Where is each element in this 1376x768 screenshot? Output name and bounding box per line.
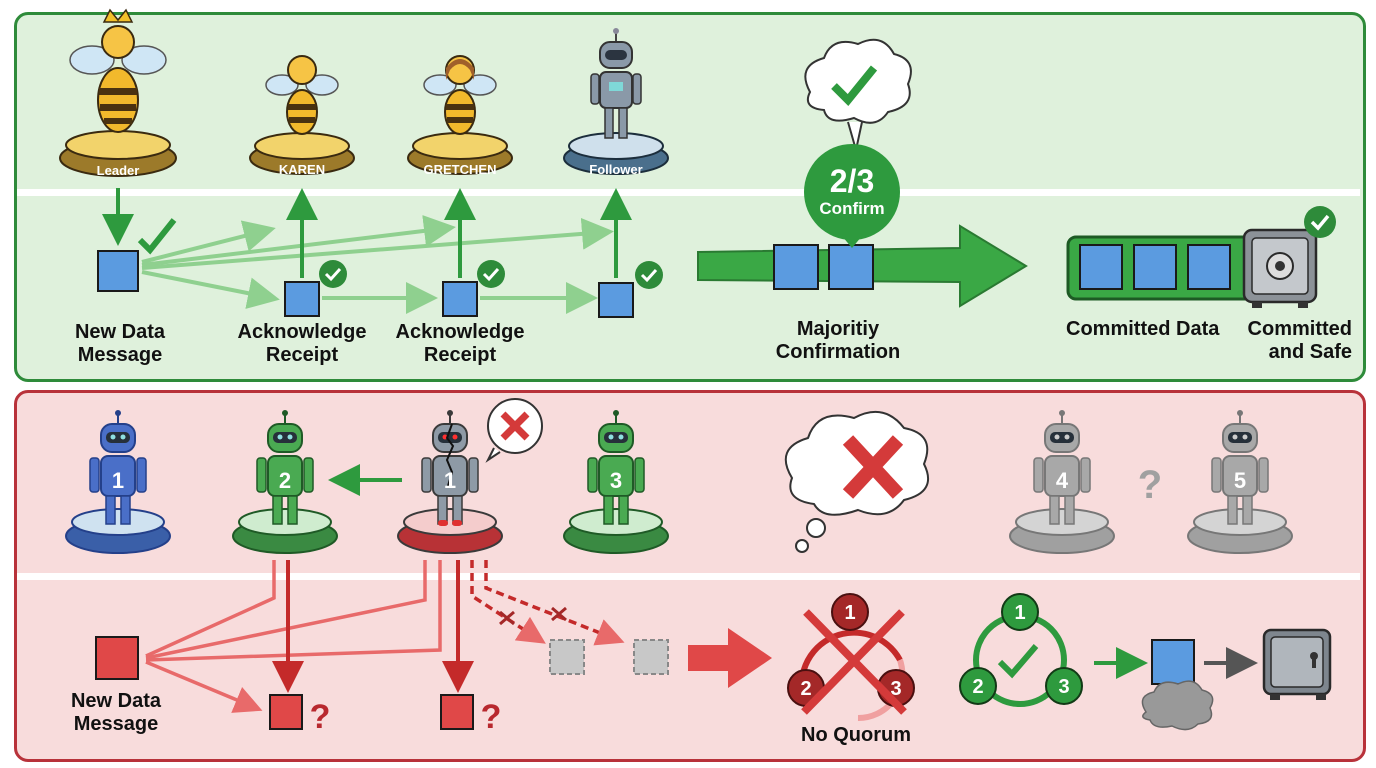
robot-number: 5 xyxy=(1234,468,1246,493)
robot-node-2: 2 xyxy=(232,410,338,554)
robot-icon: 1 xyxy=(89,410,147,525)
confirmed-block-1 xyxy=(773,244,819,290)
robot-icon: 3 xyxy=(587,410,645,525)
follower-data-block xyxy=(598,282,634,318)
x-icon xyxy=(842,435,904,499)
confirmed-block-2 xyxy=(828,244,874,290)
robot-node-1: 1 xyxy=(65,410,171,554)
follower-node: Follower xyxy=(563,28,669,177)
lost-block-2 xyxy=(633,639,669,675)
robot-node-4: 3 xyxy=(563,410,669,554)
normal-operation-panel xyxy=(14,12,1366,382)
leader-label: Leader xyxy=(97,163,140,178)
follower-label: Follower xyxy=(589,162,642,177)
healthy-quorum-ring: 1 2 3 xyxy=(959,593,1083,707)
safe-check-icon xyxy=(1304,206,1336,238)
error-speech-bubble xyxy=(485,398,543,463)
failed-replication-lines xyxy=(145,560,442,713)
lost-block-1 xyxy=(549,639,585,675)
karen-node: KAREN xyxy=(249,55,355,177)
confirm-fraction: 2/3 xyxy=(830,163,874,199)
majority-caption: Majoritiy Confirmation xyxy=(775,318,901,363)
uncertain-block-2 xyxy=(440,694,474,730)
svg-text:3: 3 xyxy=(890,678,901,700)
robot-number: 4 xyxy=(1056,468,1069,493)
x-icon xyxy=(499,610,515,626)
committed-data-caption: Committed Data xyxy=(1066,318,1220,340)
queen-bee-icon xyxy=(69,8,167,133)
failure-arrow xyxy=(688,628,772,688)
dropped-message-lines xyxy=(470,560,625,646)
robot-icon: 4 xyxy=(1033,410,1091,525)
ack-check-icons xyxy=(319,260,663,289)
question-mark-1: ? xyxy=(310,698,331,736)
check-icon xyxy=(997,644,1039,679)
safe-icon xyxy=(1262,628,1332,700)
ack-caption-1: Acknowledge Receipt xyxy=(237,321,367,366)
robot-icon: 5 xyxy=(1211,410,1269,525)
ack-caption-2: Acknowledge Receipt xyxy=(395,321,525,366)
thought-cloud-check xyxy=(804,38,912,151)
karen-label: KAREN xyxy=(279,162,325,177)
leader-node: Leader xyxy=(59,8,177,178)
robot-number: 2 xyxy=(279,468,291,493)
thought-cloud-x xyxy=(784,410,929,553)
failed-quorum-ring: 1 2 3 xyxy=(787,593,915,722)
svg-text:1: 1 xyxy=(844,602,855,624)
x-icon xyxy=(500,411,530,441)
bee-icon xyxy=(423,55,497,135)
check-icon xyxy=(137,218,177,255)
new-data-caption-red: New Data Message xyxy=(70,690,162,735)
new-data-block xyxy=(97,250,139,292)
robot-number: 3 xyxy=(610,468,622,493)
svg-text:2: 2 xyxy=(972,676,983,698)
confirm-badge: 2/3 Confirm xyxy=(804,144,900,248)
top-panel-divider xyxy=(17,189,1360,196)
svg-text:3: 3 xyxy=(1058,676,1069,698)
robot-number: 1 xyxy=(112,468,124,493)
svg-text:1: 1 xyxy=(1014,602,1025,624)
check-icon xyxy=(831,65,878,106)
ack-arrows xyxy=(286,188,632,278)
x-icon xyxy=(801,609,907,715)
gretchen-node: GRETCHEN xyxy=(407,55,513,177)
committed-log xyxy=(1066,235,1270,301)
safe-icon xyxy=(1242,228,1318,308)
no-quorum-caption: No Quorum xyxy=(801,724,911,746)
replication-arrows xyxy=(141,214,614,314)
unknown-status-question: ? xyxy=(1138,463,1162,507)
robot-icon xyxy=(590,28,642,139)
new-data-caption: New Data Message xyxy=(74,321,166,366)
karen-data-block xyxy=(284,281,320,317)
gretchen-label: GRETCHEN xyxy=(424,162,497,177)
robot-number: 1 xyxy=(444,468,456,493)
robot-icon: 1 xyxy=(421,410,479,526)
question-mark-2: ? xyxy=(481,698,502,736)
committed-safe-caption: Committed and Safe xyxy=(1247,318,1352,363)
crack-icon xyxy=(445,423,455,487)
confirm-text: Confirm xyxy=(819,199,884,218)
recovered-block xyxy=(1151,639,1195,685)
uncertain-block-1 xyxy=(269,694,303,730)
smoke-cloud xyxy=(1141,680,1214,731)
bottom-panel-divider xyxy=(17,573,1360,580)
robot-node-3: 1 xyxy=(397,410,503,554)
robot-node-5: 4 xyxy=(1009,410,1115,554)
bee-icon xyxy=(265,55,339,135)
svg-text:2: 2 xyxy=(800,678,811,700)
robot-node-6: 5 xyxy=(1187,410,1293,554)
robot-icon: 2 xyxy=(256,410,314,525)
new-data-block-red xyxy=(95,636,139,680)
x-icon xyxy=(551,606,567,622)
gretchen-data-block xyxy=(442,281,478,317)
